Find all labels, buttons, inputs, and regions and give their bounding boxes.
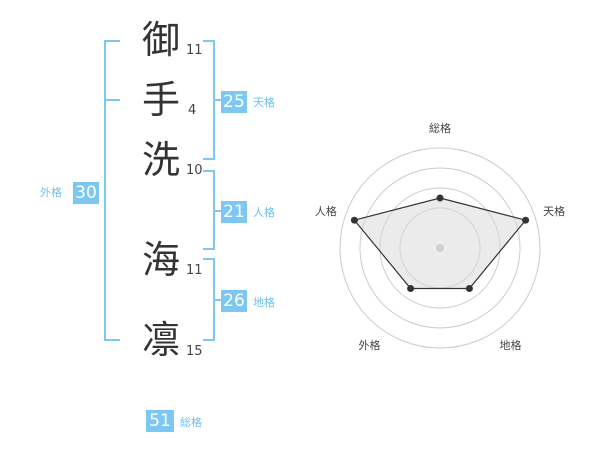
stroke-count-5: 15 [186,344,203,359]
jinkaku-bracket-top [203,170,215,172]
tenkaku-bracket-bottom [203,158,215,160]
stroke-count-2: 4 [188,103,197,118]
stroke-count-1: 11 [186,43,203,58]
name-char-3: 洗 [141,138,180,182]
tenkaku-label: 天格 [253,96,275,109]
jinkaku-bracket-tick [213,210,221,212]
tenkaku-badge: 25 [221,91,247,113]
radar-axis-label-4: 外格 [359,338,381,352]
tenkaku-bracket-tick [213,99,221,101]
jinkaku-label: 人格 [253,206,275,219]
gaikaku-bracket-bottom [104,339,120,341]
chikaku-bracket-bottom [203,339,215,341]
gaikaku-label: 外格 [40,186,62,199]
radar-axis-label-2: 天格 [543,204,565,218]
jinkaku-bracket-bottom [203,248,215,250]
radar-ring-2 [359,167,521,329]
name-char-1: 御 [141,18,180,62]
soukaku-badge: 51 [146,410,174,432]
radar-axis-label-1: 総格 [429,121,451,135]
stroke-count-3: 10 [186,163,203,178]
gaikaku-bracket-tick [104,99,120,101]
radar-axis-label-3: 地格 [500,338,522,352]
chikaku-badge: 26 [221,290,247,312]
radar-point-2 [522,216,530,224]
gaikaku-bracket-top [104,40,120,42]
radar-polygon [353,197,527,290]
gaikaku-badge: 30 [73,182,99,204]
soukaku-label: 総格 [180,416,202,429]
name-char-5: 凛 [141,318,180,362]
name-char-2: 手 [141,78,180,122]
chikaku-bracket-top [203,258,215,260]
radar-ring-1 [339,147,541,349]
jinkaku-badge: 21 [221,201,247,223]
chikaku-label: 地格 [253,296,275,309]
radar-point-4 [407,285,415,292]
radar-point-1 [436,194,444,202]
stroke-count-4: 11 [186,263,203,278]
gaikaku-bracket-vertical [104,40,106,341]
chikaku-bracket-tick [213,299,221,301]
radar-center-dot [436,244,444,252]
radar-axis-label-5: 人格 [315,204,337,218]
radar-point-5 [350,216,358,224]
radar-point-3 [465,285,473,292]
tenkaku-bracket-top [203,40,215,42]
name-char-4: 海 [141,238,180,282]
